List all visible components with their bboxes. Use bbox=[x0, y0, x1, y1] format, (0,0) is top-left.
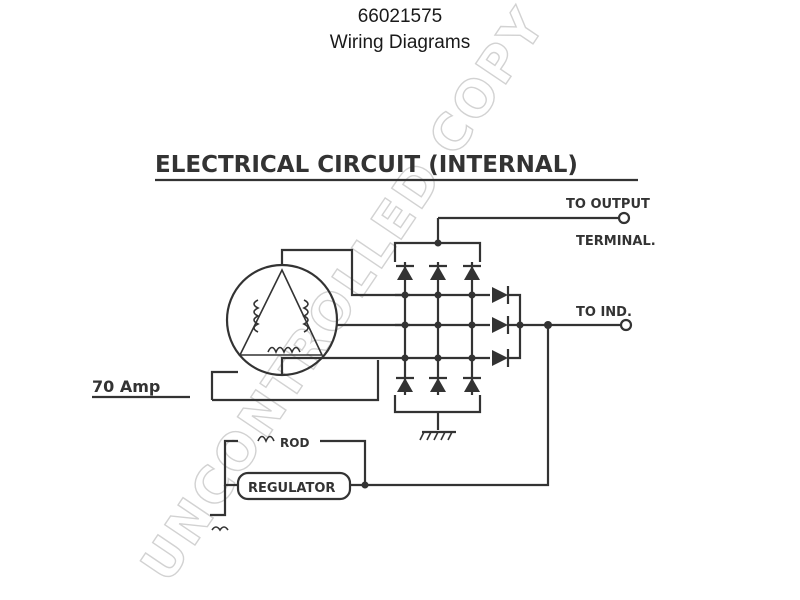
rating-label: 70 Amp bbox=[92, 377, 160, 396]
page-header: 66021575 Wiring Diagrams bbox=[0, 4, 800, 56]
voltage-regulator bbox=[210, 325, 550, 532]
page-subtitle: Wiring Diagrams bbox=[329, 32, 471, 53]
part-number: 66021575 bbox=[357, 6, 443, 27]
output-label-line1: TO OUTPUT bbox=[566, 197, 650, 212]
stator-leads bbox=[210, 248, 410, 402]
ind-label: TO IND. bbox=[576, 305, 632, 320]
output-terminal bbox=[438, 211, 631, 225]
regulator-label: REGULATOR bbox=[248, 481, 335, 496]
rotor-field bbox=[223, 435, 367, 487]
indicator-terminal bbox=[619, 318, 633, 332]
circuit-title: ELECTRICAL CIRCUIT (INTERNAL) bbox=[155, 152, 578, 178]
rectifier-bridge bbox=[393, 218, 620, 430]
ground-symbol bbox=[419, 430, 456, 441]
output-label-line2: TERMINAL. bbox=[576, 234, 656, 249]
rod-label: ROD bbox=[280, 436, 309, 450]
